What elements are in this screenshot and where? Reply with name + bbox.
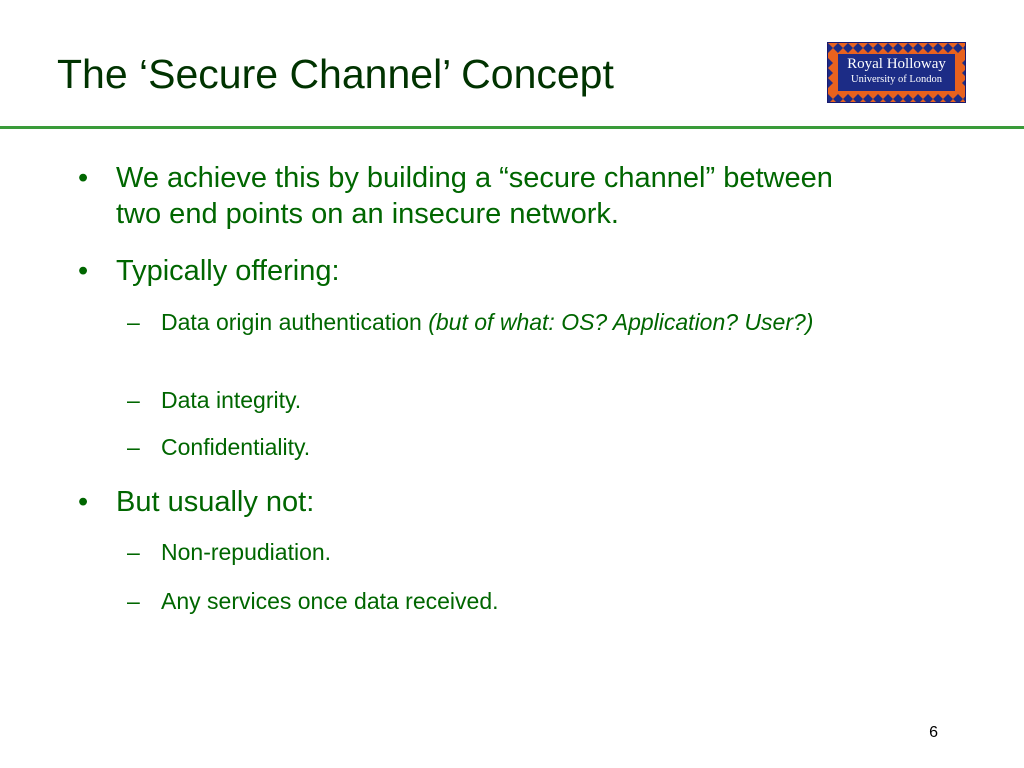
slide-title: The ‘Secure Channel’ Concept <box>57 51 614 97</box>
logo-line-royal-holloway: Royal Holloway <box>847 56 946 72</box>
logo-diamond-border <box>828 43 965 102</box>
dash-marker: – <box>127 309 140 335</box>
logo-text-panel: Royal Holloway University of London <box>838 54 955 91</box>
subitem-text: Data origin authentication <box>161 309 429 335</box>
title-divider <box>0 126 1024 129</box>
bullet-marker: • <box>78 162 89 194</box>
bullet-secure-channel: We achieve this by building a “secure ch… <box>116 162 833 230</box>
subitem-any-services: Any services once data received. <box>161 588 499 614</box>
bullet-but-usually-not: But usually not: <box>116 486 315 518</box>
dash-marker: – <box>127 434 140 460</box>
bullet-marker: • <box>78 486 89 518</box>
subitem-data-integrity: Data integrity. <box>161 387 302 413</box>
dash-marker: – <box>127 387 140 413</box>
royal-holloway-logo: Royal Holloway University of London <box>827 42 966 103</box>
logo-line-university: University of London <box>851 74 942 85</box>
page-number: 6 <box>929 724 938 741</box>
bullet-marker: • <box>78 255 89 287</box>
dash-marker: – <box>127 539 140 565</box>
subitem-data-origin-authentication: Data origin authentication (but of what:… <box>161 308 901 337</box>
subitem-note: (but of what: OS? Application? User?) <box>428 309 814 335</box>
subitem-confidentiality: Confidentiality. <box>161 434 311 460</box>
dash-marker: – <box>127 588 140 614</box>
subitem-non-repudiation: Non-repudiation. <box>161 539 332 565</box>
bullet-typically-offering: Typically offering: <box>116 255 340 287</box>
